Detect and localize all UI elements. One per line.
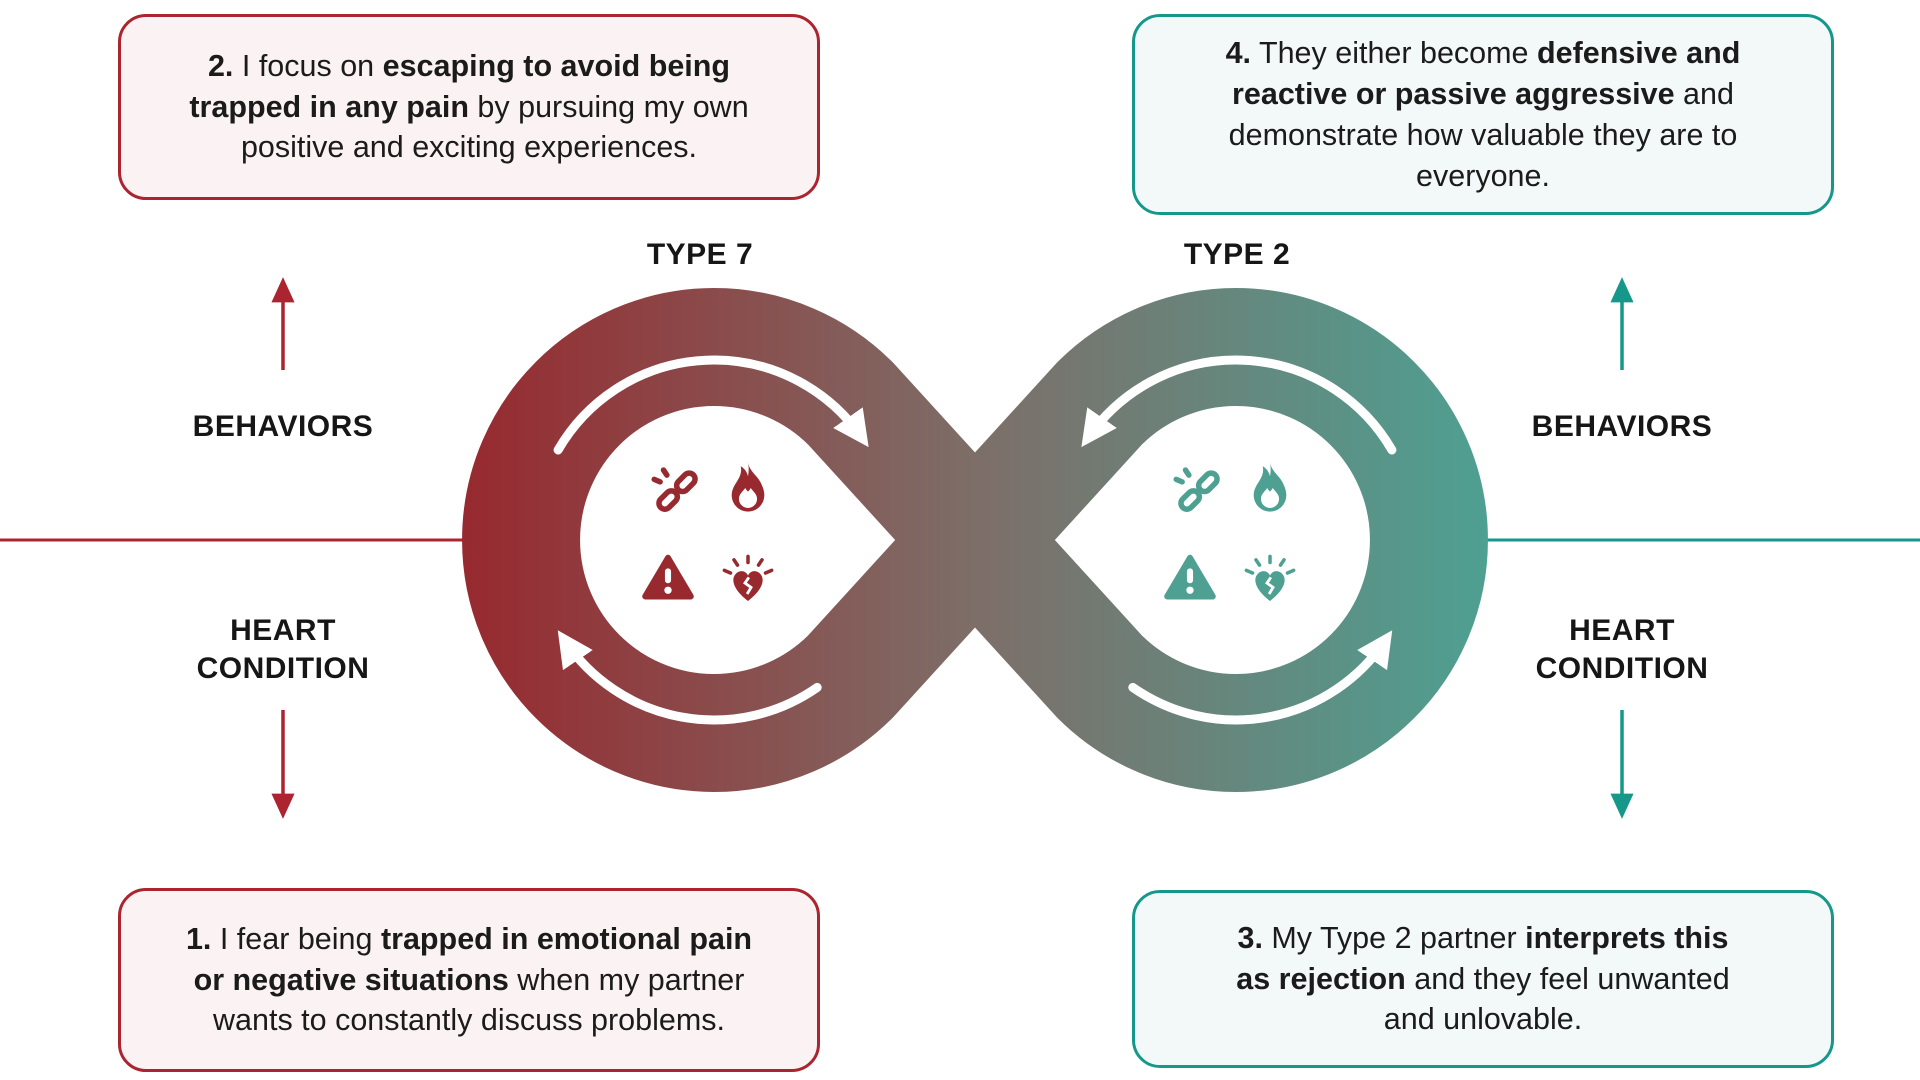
behaviors-label-left: BEHAVIORS <box>192 410 374 443</box>
warning-icon <box>645 558 691 597</box>
callout-step-4-text: 4. They either become defensive and reac… <box>1225 36 1741 193</box>
behaviors-label-right: BEHAVIORS <box>1531 410 1713 443</box>
callout-step-1: 1. I fear being trapped in emotional pai… <box>118 888 820 1072</box>
heart-condition-label-right: HEART CONDITION <box>1535 614 1709 685</box>
warning-icon <box>1167 558 1213 597</box>
axis-arrows <box>271 277 1634 819</box>
callout-step-1-text: 1. I fear being trapped in emotional pai… <box>185 921 753 1038</box>
callout-step-4: 4. They either become defensive and reac… <box>1132 14 1834 216</box>
type7-bottom-flow-arrow <box>557 630 822 725</box>
type2-top-flow-arrow <box>1081 355 1397 455</box>
type2-label: TYPE 2 <box>1183 238 1291 271</box>
type2-icons <box>1167 462 1296 603</box>
callout-step-2-text: 2. I focus on escaping to avoid being tr… <box>189 48 749 165</box>
broken-link-icon <box>1176 470 1219 512</box>
heart-burst-icon <box>1244 554 1296 603</box>
heart-condition-label-left: HEART CONDITION <box>196 614 370 685</box>
heart-burst-icon <box>722 554 774 603</box>
flame-icon <box>1253 462 1287 512</box>
type7-icons <box>645 462 774 603</box>
type2-bottom-flow-arrow <box>1128 630 1393 725</box>
flow-arrows <box>553 355 1397 725</box>
flame-icon <box>731 462 765 512</box>
callout-step-2: 2. I focus on escaping to avoid being tr… <box>118 14 820 200</box>
type7-label: TYPE 7 <box>646 238 754 271</box>
broken-link-icon <box>654 470 697 512</box>
callout-step-3-text: 3. My Type 2 partner interprets this as … <box>1236 920 1730 1037</box>
callout-step-3: 3. My Type 2 partner interprets this as … <box>1132 890 1834 1068</box>
type7-top-flow-arrow <box>553 355 869 455</box>
infinity-loop <box>462 288 1488 792</box>
